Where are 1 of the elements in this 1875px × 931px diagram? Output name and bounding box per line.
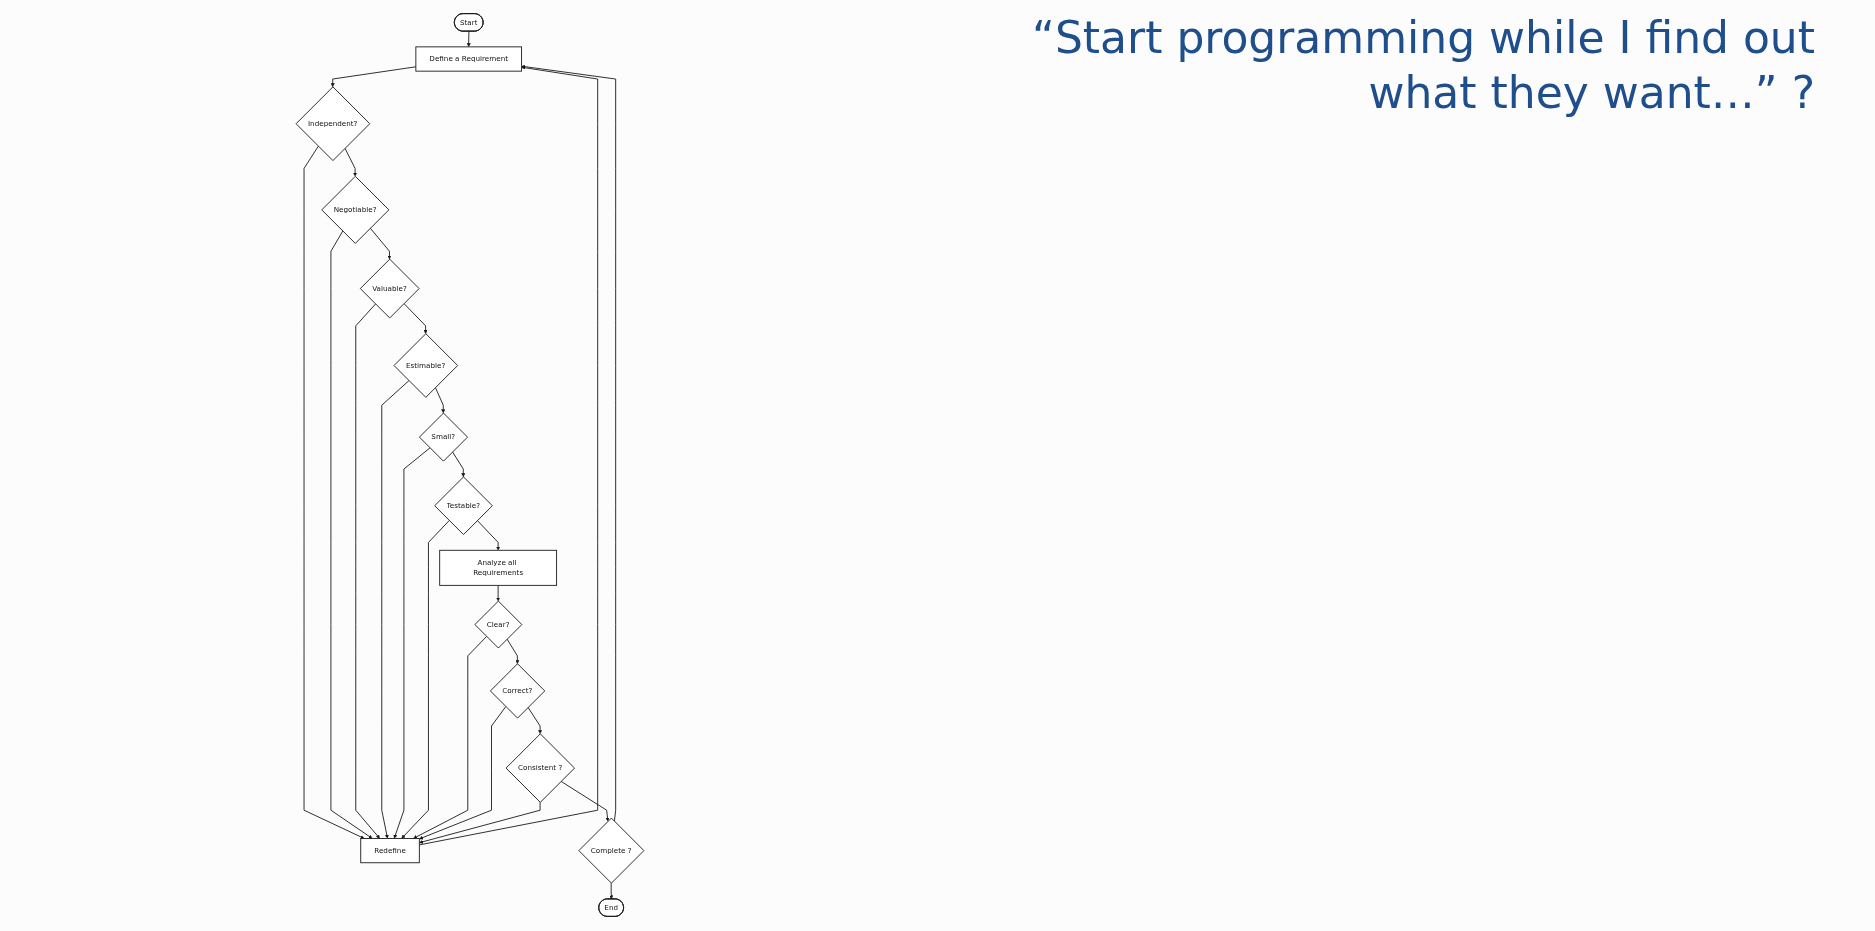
title: “Start programming while I find out what they want…” ? [1031, 11, 1815, 120]
